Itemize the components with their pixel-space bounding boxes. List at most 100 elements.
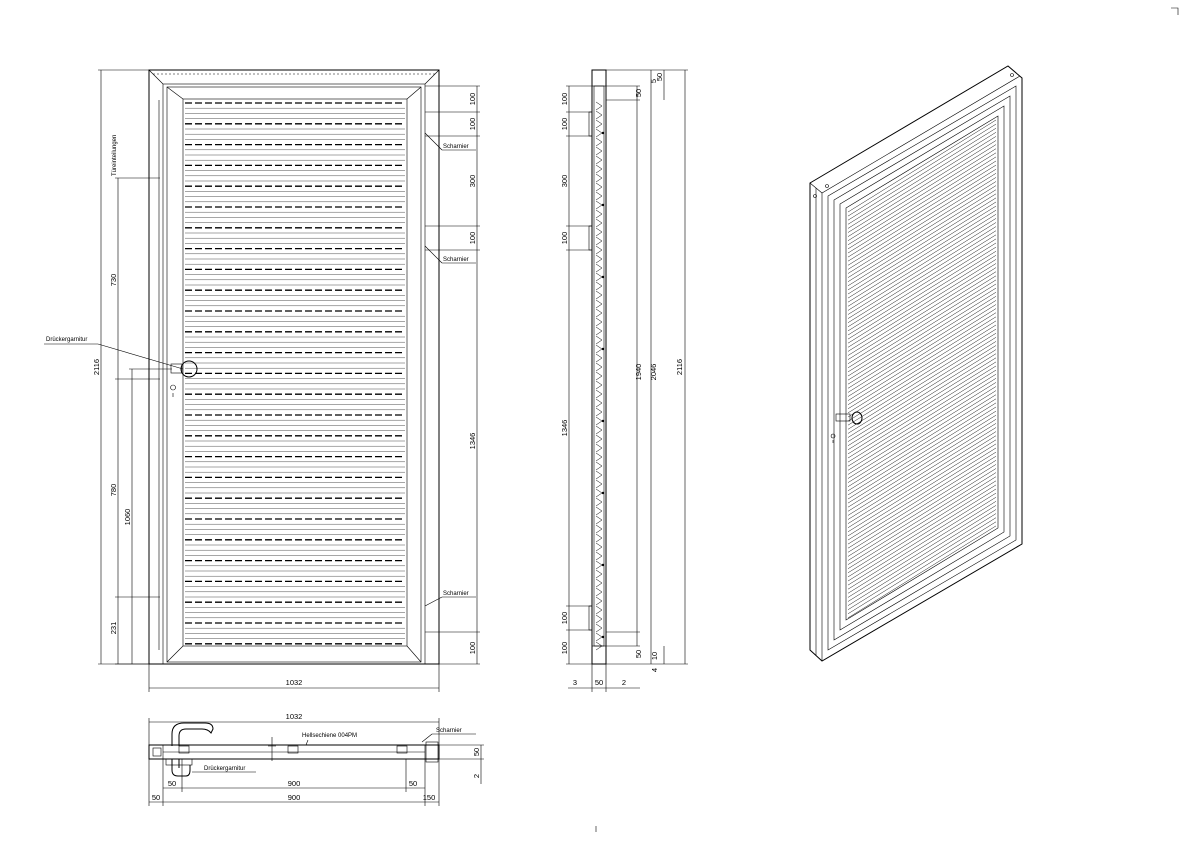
iso-keyhole-icon — [830, 433, 836, 443]
section-dim-right-50: 50 — [472, 748, 481, 756]
slat-line — [847, 238, 997, 332]
slat-line — [847, 419, 997, 512]
section-view: 1032 Hellsechiene 004PM Scharnier Drücke… — [148, 712, 484, 806]
slat-fixing — [601, 635, 605, 639]
side-dim-left-300: 300 — [560, 175, 569, 188]
slat-profile — [595, 452, 603, 462]
slat-line — [847, 423, 997, 516]
label-tuerteilungen: Türeinteilungen — [112, 135, 118, 176]
side-slat-profiles — [595, 101, 605, 651]
slat-line — [847, 312, 997, 405]
slat-line — [847, 144, 997, 237]
slat-profile — [595, 596, 603, 606]
slat-line — [847, 214, 997, 307]
slat-profile — [595, 389, 603, 399]
side-dim-left-100-e: 100 — [560, 642, 569, 655]
slat-profile — [595, 263, 603, 273]
slat-profile — [595, 641, 603, 651]
front-view: Türeinteilungen Drückergarnitur 2116 730… — [44, 69, 480, 692]
slat-profile — [595, 425, 603, 435]
slat-line — [847, 509, 997, 602]
slat-line — [847, 406, 997, 500]
slat-profile — [595, 182, 603, 192]
slat-line — [847, 374, 997, 467]
slat-line — [847, 308, 997, 401]
slat-profile — [595, 416, 603, 426]
dim-right-1346: 1346 — [468, 433, 477, 450]
door-handle-knob — [180, 360, 198, 378]
slat-profile — [595, 209, 603, 219]
slat-line — [847, 324, 997, 418]
slat-line — [847, 123, 997, 217]
dim-width: 1032 — [286, 678, 303, 687]
slat-profile — [595, 155, 603, 165]
dim-total-height: 2116 — [92, 359, 101, 375]
slat-line — [847, 480, 997, 573]
slat-line — [847, 218, 997, 311]
front-leaf-inner — [182, 98, 408, 647]
iso-handle-rose — [835, 413, 851, 422]
slat-profile — [595, 497, 603, 507]
side-dim-right-2116: 2116 — [675, 359, 684, 375]
side-right-dimensions: 50 1940 50 2046 5 50 10 4 2116 — [606, 69, 688, 672]
slat-line — [847, 164, 997, 258]
slat-line — [847, 136, 997, 229]
slat-line — [847, 132, 997, 225]
slat-profile — [595, 137, 603, 147]
section-dim-bottom-150: 150 — [423, 793, 436, 802]
slat-line — [847, 177, 997, 270]
slat-profile — [595, 533, 603, 543]
slat-line — [847, 156, 997, 250]
section-body — [148, 744, 440, 760]
side-dim-right-5: 5 — [649, 79, 658, 83]
dim-bottom-section: 231 — [109, 622, 118, 635]
slat-line — [847, 431, 997, 524]
slat-profile — [595, 344, 603, 354]
slat-line — [847, 275, 997, 368]
slat-profile — [595, 524, 603, 534]
slat-line — [847, 328, 997, 422]
slat-fixing — [601, 203, 605, 207]
slat-profile — [595, 200, 603, 210]
slat-line — [847, 472, 997, 565]
slat-line — [847, 296, 997, 389]
slat-profile — [595, 623, 603, 633]
slat-line — [847, 353, 997, 446]
slat-profile — [595, 173, 603, 183]
slat-profile — [595, 407, 603, 417]
slat-fixing — [601, 131, 605, 135]
slat-line — [847, 279, 997, 373]
slat-profile — [595, 299, 603, 309]
slat-line — [847, 398, 997, 491]
slat-line — [847, 316, 997, 409]
keyhole-icon — [170, 384, 176, 397]
slat-line — [847, 501, 997, 594]
slat-line — [847, 181, 997, 274]
slat-line — [847, 148, 997, 241]
slat-line — [847, 488, 997, 582]
slat-line — [847, 369, 997, 463]
slat-profile — [595, 317, 603, 327]
section-lock-mark — [268, 737, 276, 761]
slat-profile — [595, 380, 603, 390]
slat-line — [847, 394, 997, 487]
slat-profile — [595, 128, 603, 138]
slat-line — [847, 415, 997, 508]
slat-profile — [595, 245, 603, 255]
slat-line — [847, 427, 997, 520]
slat-profile — [595, 569, 603, 579]
front-bottom-dimension: 1032 — [148, 664, 440, 692]
slat-line — [847, 304, 997, 397]
slat-line — [847, 382, 997, 475]
isometric-view — [809, 65, 1023, 662]
slat-line — [847, 365, 997, 459]
side-dim-right-10: 10 — [650, 652, 659, 660]
side-frame — [591, 69, 607, 665]
label-drueckergarnitur-front: Drückergarnitur — [46, 337, 87, 343]
slat-line — [847, 476, 997, 569]
slat-profile — [595, 587, 603, 597]
slat-fixing — [601, 275, 605, 279]
slat-line — [847, 521, 997, 614]
slat-line — [847, 439, 997, 532]
slat-line — [847, 222, 997, 315]
